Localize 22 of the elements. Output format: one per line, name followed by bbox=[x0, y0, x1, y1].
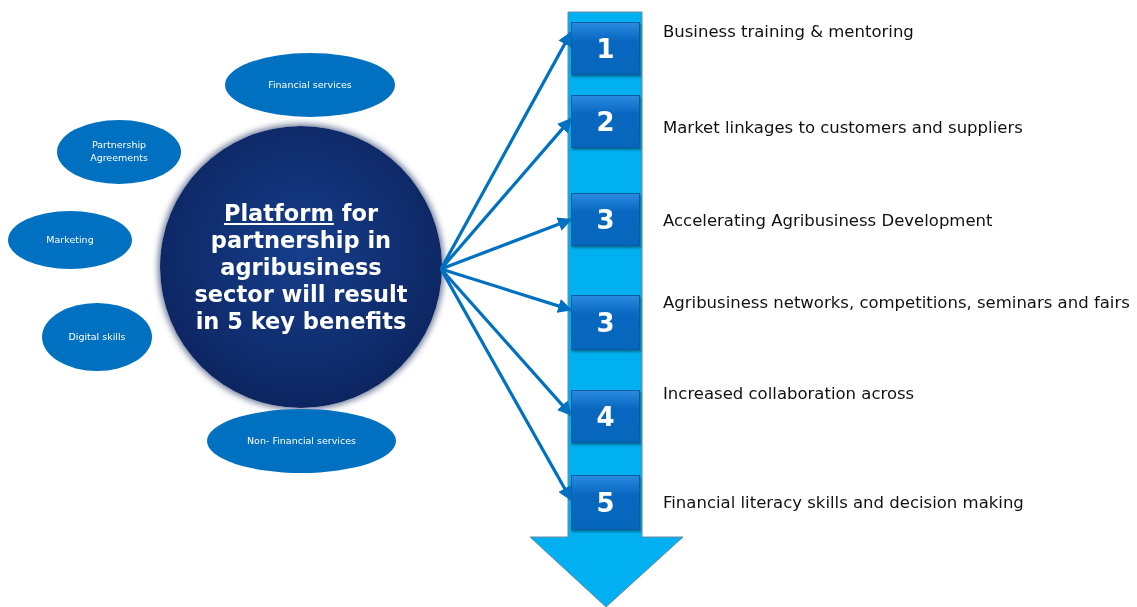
service-ellipse: Digital skills bbox=[42, 303, 152, 371]
service-ellipse: Marketing bbox=[8, 211, 132, 269]
arrow bbox=[440, 217, 573, 271]
benefit-text: Agribusiness networks, competitions, seminars and fairs bbox=[663, 292, 1131, 314]
number-box: 2 bbox=[571, 95, 640, 148]
platform-circle: Platform for partnership in agribusiness sector will result in 5 key benefits bbox=[160, 126, 442, 408]
service-ellipse: Non- Financial services bbox=[207, 409, 396, 473]
benefit-text: Financial literacy skills and decision making bbox=[663, 492, 1025, 514]
number-box: 1 bbox=[571, 22, 640, 75]
arrow bbox=[439, 268, 573, 501]
benefit-text: Accelerating Agribusiness Development bbox=[663, 210, 994, 232]
arrow bbox=[440, 267, 573, 313]
benefit-text: Business training & mentoring bbox=[663, 21, 915, 43]
number-box: 3 bbox=[571, 295, 640, 350]
service-ellipse: Partnership Agreements bbox=[57, 120, 181, 184]
number-box: 5 bbox=[571, 475, 640, 530]
benefit-text: Increased collaboration across bbox=[663, 383, 916, 405]
arrow bbox=[439, 117, 573, 271]
service-ellipse: Financial services bbox=[225, 53, 395, 117]
number-box: 3 bbox=[571, 193, 640, 246]
benefit-text: Market linkages to customers and suppliers bbox=[663, 117, 1024, 139]
number-box: 4 bbox=[571, 390, 640, 443]
